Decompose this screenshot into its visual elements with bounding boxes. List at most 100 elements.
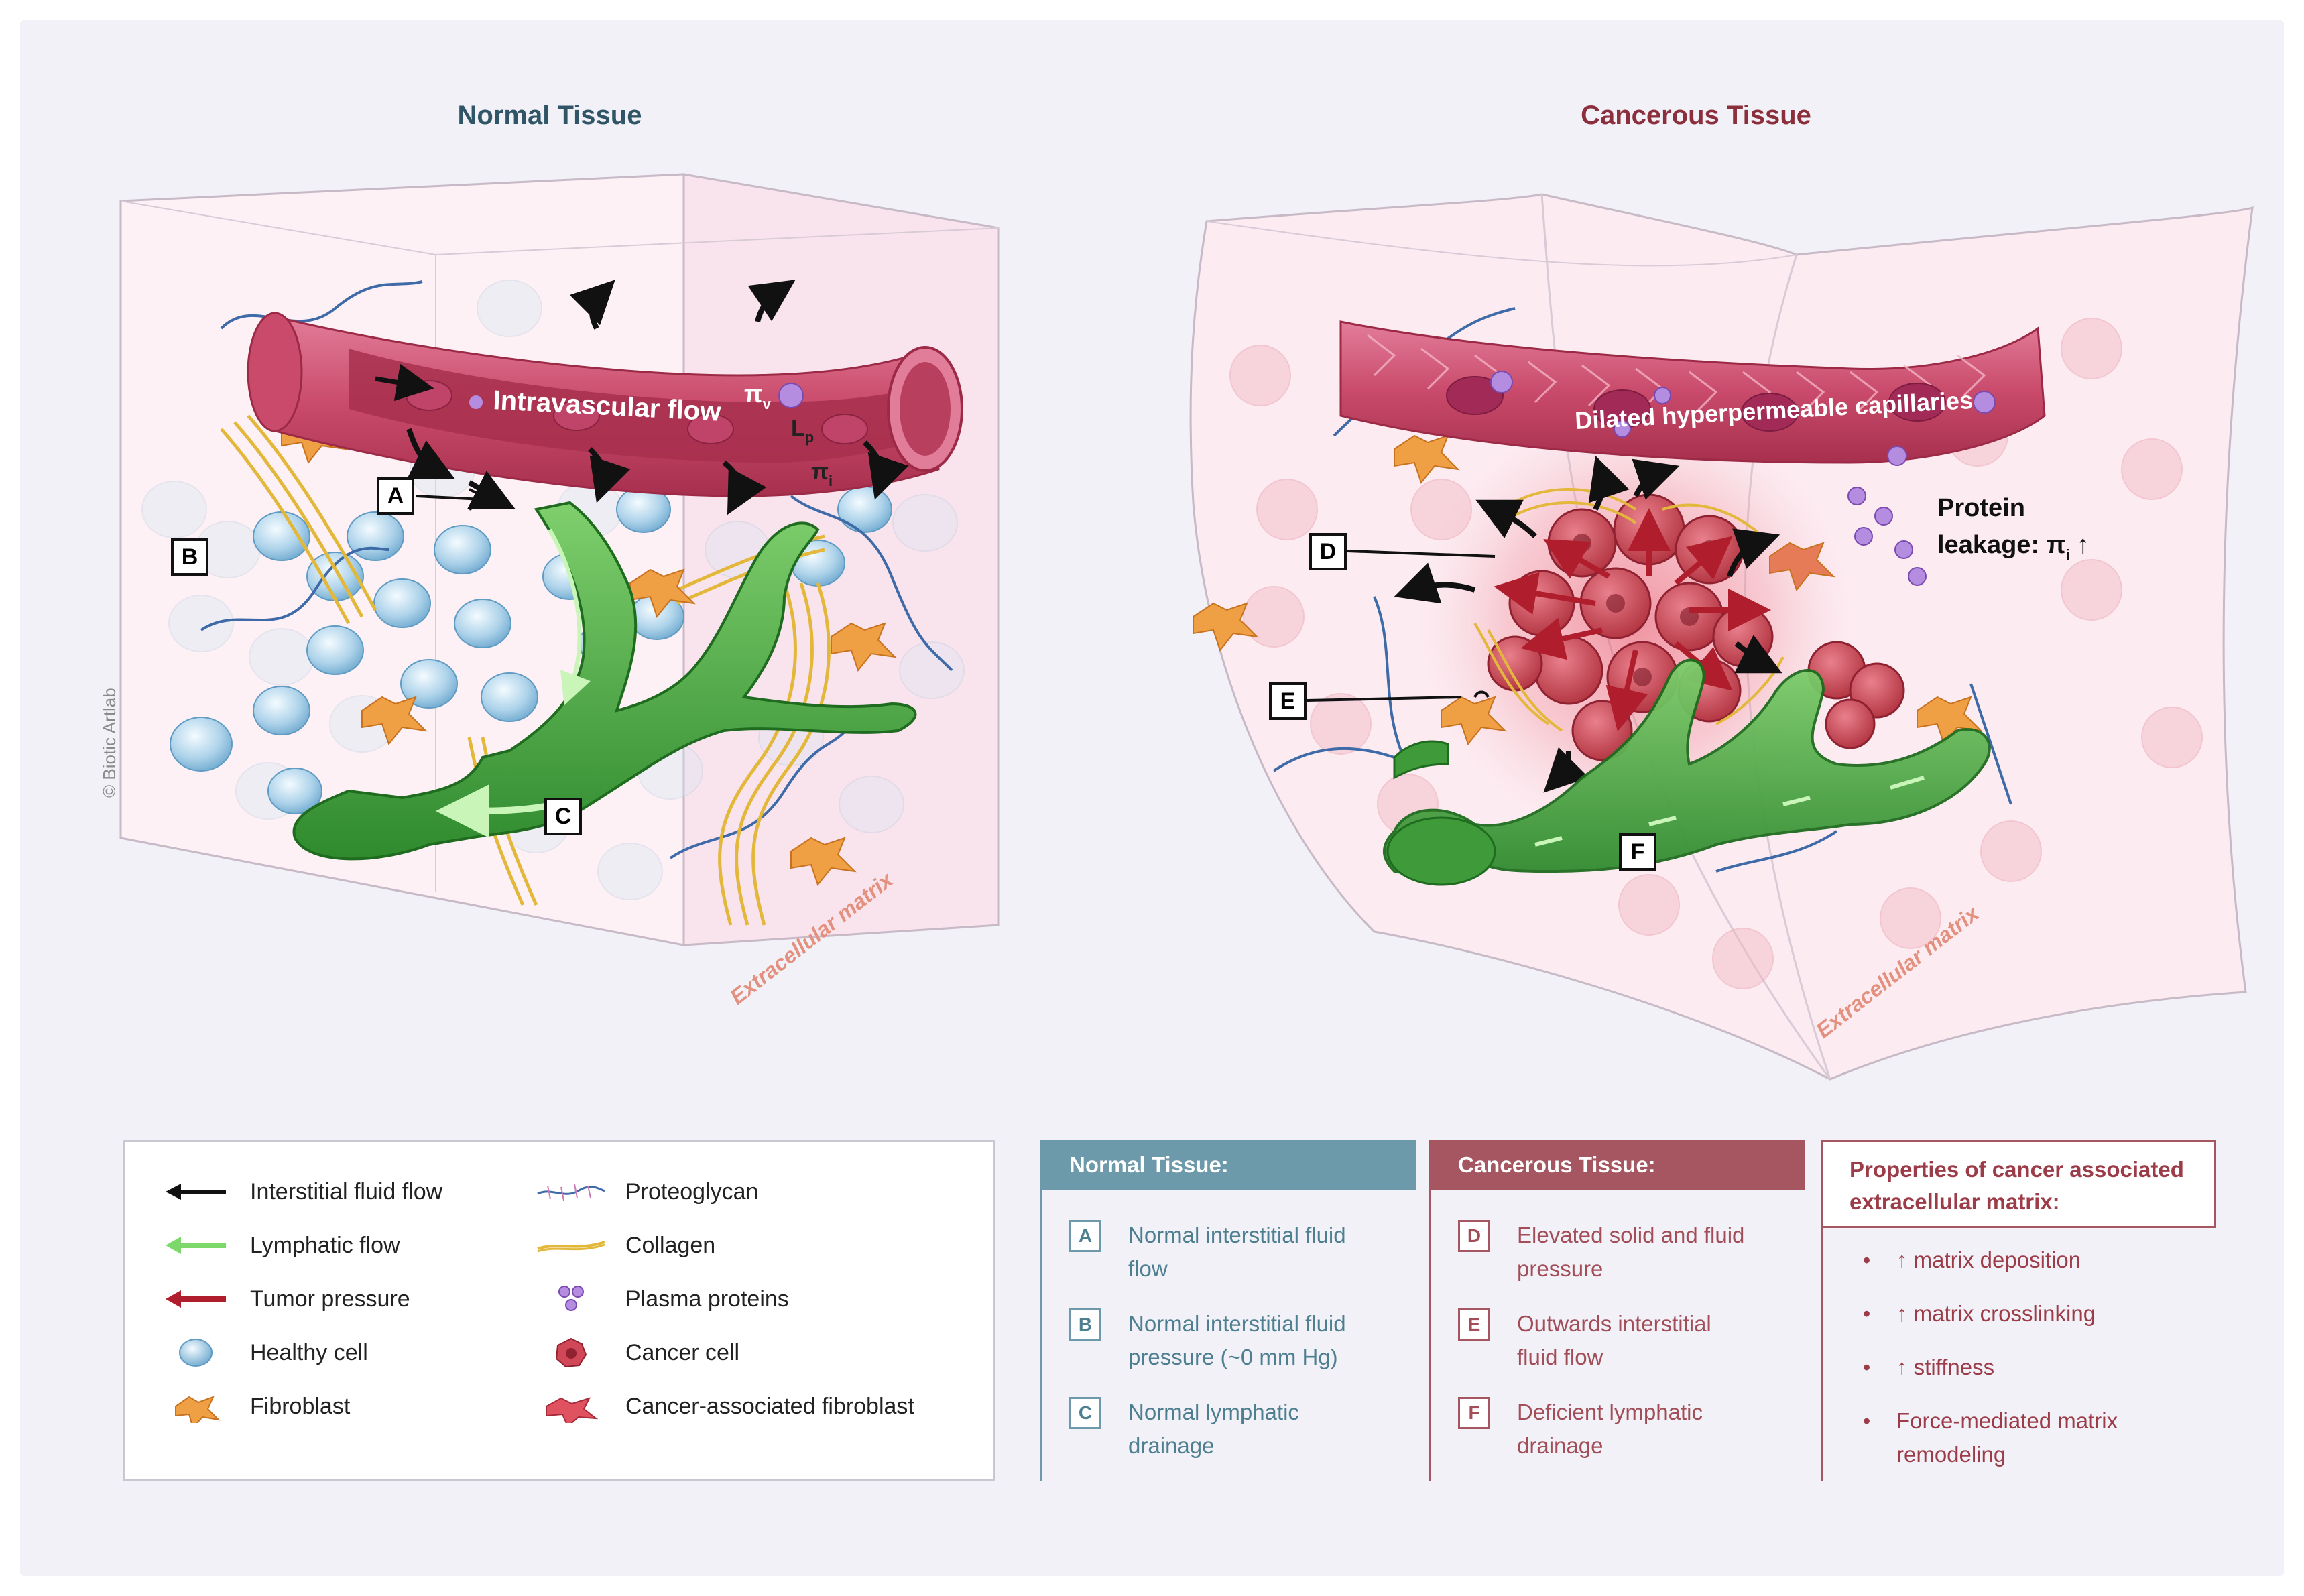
proteoglycans-normal [200,280,953,859]
pi-i-symbol: π [811,459,829,485]
legend-item-collagen: Collagen [534,1229,715,1262]
pi-i-subscript: i [829,473,833,489]
legend-label: Proteoglycan [625,1178,759,1205]
bullet: • [1863,1409,1871,1433]
legend-item-cancer-cell: Cancer cell [534,1336,739,1369]
svg-text:leakage: πi↑: leakage: πi↑ [1937,531,2089,563]
legend-label: Cancer-associated fibroblast [625,1393,914,1419]
svg-text:Lp: Lp [791,416,814,446]
row-line2: drainage [1128,1433,1215,1458]
fibroblast-icon [159,1390,233,1423]
collagen-normal [220,414,831,926]
svg-text:πi: πi [811,459,833,489]
green-arrow-icon [159,1229,233,1262]
cancer-row-f: F Deficient lymphatic drainage [1458,1396,1703,1463]
row-line2: fluid flow [1517,1345,1603,1369]
marker-e: E [1269,682,1307,720]
lp-subscript: p [805,429,814,446]
dilated-capillaries: Dilated hyperpermeable capillaries [1339,320,2046,466]
legend-label: Lymphatic flow [250,1232,400,1258]
cancer-tissue-panel: Cancerous Tissue: D Elevated solid and f… [1429,1140,1805,1481]
normal-tissue-title: Normal Tissue [457,101,642,130]
property-item-3: • ↑ stiffness [1863,1351,1994,1384]
legend-label: Cancer cell [625,1339,740,1365]
property-text: ↑ stiffness [1896,1355,1995,1379]
legend-item-tumor-pressure: Tumor pressure [159,1282,410,1316]
row-line1: Normal interstitial fluid [1128,1311,1346,1336]
legend-item-cancer-associated-fibroblast: Cancer-associated fibroblast [534,1390,914,1423]
row-line1: Elevated solid and fluid [1517,1223,1745,1247]
protein-leakage-line2: leakage: π [1937,531,2066,559]
illustration: Intravascular flow πv Lp πi [99,173,2254,1081]
legend-label: Collagen [625,1232,716,1258]
plasma-proteins-leak [1847,487,1927,586]
key-d: D [1458,1220,1490,1252]
row-line1: Normal lymphatic [1128,1400,1299,1424]
legend-label: Plasma proteins [625,1286,789,1312]
protein-leakage-arrow: ↑ [2077,531,2089,559]
outward-interstitial-arrows [1394,455,1782,793]
cancer-cell-icon [534,1336,608,1369]
property-item-1: • ↑ matrix deposition [1863,1243,2081,1277]
black-arrow-icon [159,1175,233,1209]
row-line2: pressure (~0 mm Hg) [1128,1345,1338,1369]
row-line1: Deficient lymphatic [1517,1400,1703,1424]
copyright-text: © Biotic Artlab [99,688,119,798]
marker-f: F [1619,833,1656,871]
proteoglycan-icon [534,1175,608,1209]
legend-item-interstitial-fluid-flow: Interstitial fluid flow [159,1175,442,1209]
legend-item-fibroblast: Fibroblast [159,1390,350,1423]
row-line2: pressure [1517,1256,1603,1281]
red-arrow-icon [159,1282,233,1316]
property-text: ↑ matrix deposition [1896,1247,2081,1272]
key-e: E [1458,1308,1490,1341]
row-line1: Outwards interstitial [1517,1311,1711,1336]
marker-d-e-leaders [1307,550,1496,702]
marker-b: B [171,538,208,576]
collagen-icon [534,1229,608,1262]
cancer-row-d: D Elevated solid and fluid pressure [1458,1219,1744,1286]
bullet: • [1863,1355,1871,1379]
property-text: ↑ matrix crosslinking [1896,1301,2096,1326]
lp-symbol: L [791,416,805,441]
property-item-2: • ↑ matrix crosslinking [1863,1297,2096,1331]
properties-header-line1: Properties of cancer associated [1850,1157,2184,1182]
plasma-proteins-icon [534,1282,608,1316]
tumor-pressure-arrows [1494,508,1771,732]
marker-a-leader [415,488,493,511]
bullet: • [1863,1248,1871,1272]
marker-d: D [1309,533,1347,570]
protein-leakage-line1: Protein [1937,494,2025,522]
marker-c: C [544,798,582,835]
row-line2: drainage [1517,1433,1603,1458]
legend-item-plasma-proteins: Plasma proteins [534,1282,789,1316]
normal-tissue-panel: Normal Tissue: A Normal interstitial flu… [1040,1140,1416,1481]
lymphatic-vessel-cancer [1383,658,1991,886]
key-c: C [1069,1397,1101,1429]
legend-label: Healthy cell [250,1339,368,1365]
cancer-fibroblasts [1193,434,1983,746]
pi-v-subscript: v [763,395,772,412]
properties-header-line2: extracellular matrix: [1850,1189,2060,1214]
caf-icon [534,1390,608,1423]
normal-panel-header: Normal Tissue: [1042,1140,1416,1190]
cancer-panel-header: Cancerous Tissue: [1431,1140,1805,1190]
cancer-tissue-title: Cancerous Tissue [1581,101,1811,130]
properties-panel: Properties of cancer associated extracel… [1821,1140,2216,1481]
key-f: F [1458,1397,1490,1429]
healthy-cell-icon [159,1336,233,1369]
legend-label: Tumor pressure [250,1286,410,1312]
normal-row-b: B Normal interstitial fluid pressure (~0 … [1069,1307,1346,1374]
pi-v-symbol: π [744,380,763,408]
normal-row-c: C Normal lymphatic drainage [1069,1396,1299,1463]
interstitial-arrows-normal [406,280,909,515]
legend-item-proteoglycan: Proteoglycan [534,1175,758,1209]
row-line1: Normal interstitial fluid [1128,1223,1346,1247]
property-text: Force-mediated matrix [1896,1408,2118,1433]
legend-item-healthy-cell: Healthy cell [159,1336,368,1369]
faded-cells-cancer [1229,318,2203,989]
key-b: B [1069,1308,1101,1341]
legend-label: Fibroblast [250,1393,351,1419]
